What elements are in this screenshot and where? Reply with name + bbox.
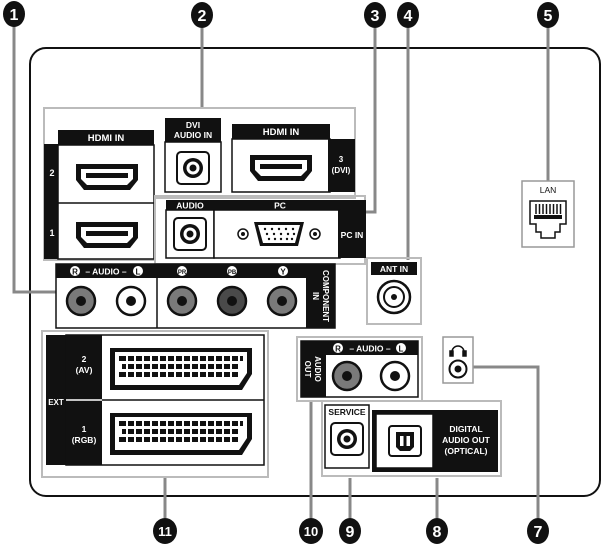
ext-rgb-number: 1 — [82, 424, 87, 434]
hdmi-group: HDMI IN 2 1 DVI AUDIO IN HDMI IN — [43, 107, 356, 261]
audio-out-label: – AUDIO – — [349, 344, 391, 354]
vga-port — [237, 222, 321, 246]
component-y-jack — [266, 285, 298, 317]
ext-rgb-label: (RGB) — [72, 435, 97, 445]
component-audio-label: – AUDIO – — [85, 267, 127, 277]
audio-out-group: AUDIO OUT R – AUDIO – L — [296, 336, 423, 402]
callout-1-number: 1 — [10, 7, 19, 24]
pc-in-group: AUDIO PC PC IN — [154, 195, 366, 265]
lan-label: LAN — [540, 185, 557, 195]
lan-port — [529, 200, 567, 239]
hdmi-port-3-dvi-label: (DVI) — [332, 166, 351, 175]
component-audio-l: L — [136, 268, 141, 277]
callout-11-number: 11 — [158, 524, 172, 539]
callout-2: 2 — [191, 2, 213, 28]
scart-port-2 — [110, 348, 252, 390]
callout-4: 4 — [397, 2, 419, 28]
headphone-group — [442, 336, 474, 384]
callout-10: 10 — [299, 518, 323, 544]
hdmi-port-2 — [76, 164, 138, 190]
dvi-audio-in-header — [165, 118, 221, 142]
dvi-audio-label-line1: DVI — [186, 120, 200, 130]
digital-audio-out-label-line3: (OPTICAL) — [445, 446, 488, 456]
headphone-jack — [448, 359, 468, 379]
audio-l-jack — [115, 285, 147, 317]
hdmi-port-2-label: 2 — [49, 168, 54, 178]
pc-in-label: PC IN — [341, 230, 364, 240]
component-pr-jack — [166, 285, 198, 317]
ant-in-label: ANT IN — [380, 264, 408, 274]
callout-4-number: 4 — [404, 8, 413, 25]
component-pb-label: PB — [228, 270, 237, 276]
callout-9: 9 — [339, 518, 361, 544]
hdmi-in-left-header — [58, 130, 154, 145]
ext-av-number: 2 — [82, 354, 87, 364]
component-pr-label: PR — [178, 270, 187, 276]
callout-8: 8 — [426, 518, 448, 544]
audio-r-jack — [65, 285, 97, 317]
hdmi-left-side-bar — [44, 144, 61, 259]
audio-out-r-jack — [331, 360, 363, 392]
hdmi-in-right-header — [232, 124, 330, 139]
callout-11: 11 — [153, 518, 177, 544]
digital-audio-out-label-line1: DIGITAL — [449, 424, 482, 434]
callout-3-number: 3 — [371, 8, 380, 25]
pc-audio-jack — [173, 217, 207, 251]
callout-7: 7 — [527, 518, 549, 544]
audio-out-r: R — [335, 345, 341, 354]
scart-port-1 — [110, 413, 252, 455]
pc-audio-label: AUDIO — [176, 201, 204, 211]
callout-5-number: 5 — [544, 8, 553, 25]
callout-8-number: 8 — [433, 524, 442, 541]
hdmi-in-right-label: HDMI IN — [263, 127, 300, 138]
ext-label: EXT — [48, 398, 64, 407]
pc-label: PC — [274, 201, 286, 211]
component-pb-jack — [216, 285, 248, 317]
callout-3: 3 — [364, 2, 386, 28]
ant-in-group: ANT IN — [366, 257, 422, 325]
hdmi-port-3-label: 3 — [339, 155, 344, 164]
ext-av-label: (AV) — [76, 365, 93, 375]
service-jack — [330, 422, 364, 456]
audio-out-label-line2: OUT — [303, 361, 312, 378]
hdmi-port-3 — [250, 155, 312, 181]
service-label: SERVICE — [328, 407, 365, 417]
component-y-label: Y — [280, 268, 286, 277]
dvi-audio-label-line2: AUDIO IN — [174, 130, 212, 140]
callout-7-number: 7 — [534, 524, 543, 541]
dvi-audio-jack — [176, 151, 210, 185]
callout-9-number: 9 — [346, 524, 355, 541]
audio-out-label-line1: AUDIO — [313, 356, 322, 382]
component-audio-r: R — [72, 268, 78, 277]
component-in-label-line2: IN — [311, 292, 320, 300]
hdmi-port-1 — [76, 222, 138, 248]
callout-5: 5 — [537, 2, 559, 28]
ext-scart-group: EXT 2 (AV) 1 (RGB) — [41, 330, 269, 478]
callout-2-number: 2 — [198, 8, 207, 25]
audio-out-l: L — [399, 345, 404, 354]
callout-1: 1 — [3, 1, 25, 27]
service-optical-group: SERVICE DIGITAL AUDIO OUT (OPTICAL) — [321, 400, 502, 477]
component-in-label-line1: COMPONENT — [321, 270, 330, 322]
hdmi-port-1-label: 1 — [49, 228, 54, 238]
headphone-icon — [449, 345, 467, 357]
optical-port — [388, 425, 422, 457]
component-group: R – AUDIO – L PR PB Y COMPONENT IN — [55, 263, 336, 329]
digital-audio-out-label-line2: AUDIO OUT — [442, 435, 491, 445]
hdmi-in-left-label: HDMI IN — [88, 133, 125, 144]
lan-group: LAN — [521, 180, 575, 248]
audio-out-l-jack — [379, 360, 411, 392]
callout-10-number: 10 — [304, 524, 318, 539]
leader-lines — [12, 26, 550, 518]
